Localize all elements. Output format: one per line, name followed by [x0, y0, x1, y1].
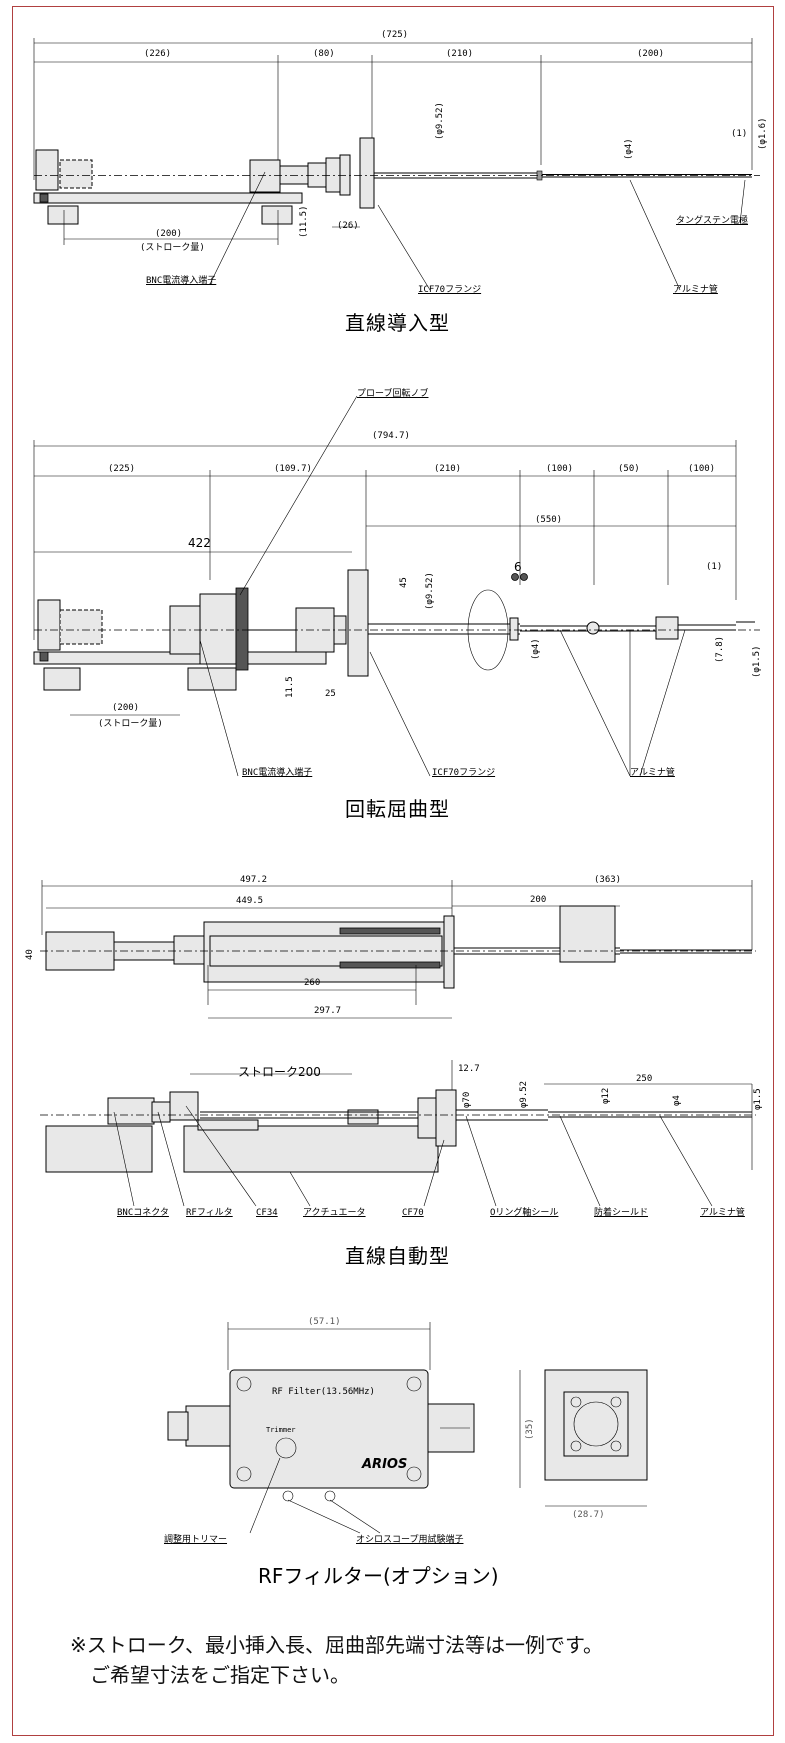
d1-dim-stroke: (200)	[155, 229, 183, 239]
d1-dim-phi952: (φ9.52)	[435, 102, 445, 140]
d4-caption: RFフィルター(オプション)	[258, 1564, 499, 1588]
d1-dim-a: (226)	[144, 49, 172, 59]
d2-dim-422: 422	[188, 536, 211, 550]
d3-dim-stroke: ストローク200	[238, 1065, 321, 1079]
d2-stroke-label: (ストローク量)	[98, 719, 163, 729]
d3-dim-phi70: φ70	[462, 1091, 472, 1108]
d1-dim-w26: (26)	[337, 221, 359, 231]
d3-dim-phi952: φ9.52	[519, 1080, 529, 1108]
d3-label-alumina: アルミナ管	[700, 1208, 745, 1218]
d3-dim-4972: 497.2	[240, 875, 268, 885]
d1-label-tungsten: タングステン電極	[676, 216, 749, 226]
d2-dim-phi15: (φ1.5)	[752, 645, 762, 678]
d4-label-osc: オシロスコープ用試験端子	[356, 1535, 464, 1545]
d3-dim-phi12: φ12	[601, 1087, 611, 1104]
d2-dim-stroke: (200)	[112, 703, 140, 713]
d1-caption: 直線導入型	[345, 311, 450, 335]
d3-dim-250: 250	[636, 1074, 653, 1084]
d3-dim-363: (363)	[594, 875, 622, 885]
d1-dim-b: (80)	[313, 49, 335, 59]
d2-dim-total: (794.7)	[372, 431, 410, 441]
d2-label-knob: プローブ回転ノブ	[357, 389, 429, 399]
d3-label-bnc: BNCコネクタ	[117, 1208, 169, 1218]
d2-dim-c: (210)	[434, 464, 462, 474]
d3-label-rf: RFフィルタ	[186, 1208, 233, 1218]
d2-dim-phi4: (φ4)	[531, 638, 541, 660]
d4-label-trimmer: Trimmer	[266, 1426, 296, 1434]
d3-label-act: アクチュエータ	[303, 1208, 366, 1218]
d3-dim-260: 260	[304, 978, 321, 988]
d2-dim-phi952: (φ9.52)	[425, 572, 435, 610]
d1-dim-total: (725)	[381, 30, 409, 40]
d2-dim-six: 6	[514, 560, 522, 574]
note-line-2: ご希望寸法をご指定下さい。	[90, 1663, 350, 1687]
d4-label-title: RF Filter(13.56MHz)	[272, 1387, 375, 1397]
d2-dim-f: (100)	[688, 464, 716, 474]
drawing-rotary-bend	[33, 395, 760, 777]
d3-label-cf34: CF34	[256, 1208, 278, 1218]
d2-dim-45: 45	[399, 577, 409, 588]
note-line-1: ※ストローク、最小挿入長、屈曲部先端寸法等は一例です。	[70, 1633, 603, 1657]
d1-dim-d: (200)	[637, 49, 665, 59]
d4-dim-w2: (28.7)	[572, 1510, 605, 1520]
d3-dim-phi4: φ4	[672, 1095, 682, 1106]
d2-dim-25: 25	[325, 689, 336, 699]
d4-brand-logo: ARIOS	[362, 1457, 408, 1472]
d4-dim-w: (57.1)	[308, 1317, 341, 1327]
drawing-linear-auto-side	[40, 1060, 756, 1207]
page-frame	[12, 6, 774, 1736]
d1-label-alumina: アルミナ管	[673, 285, 718, 295]
d1-dim-h115: (11.5)	[299, 205, 309, 238]
d2-dim-115: 11.5	[285, 676, 295, 698]
d2-dim-550: (550)	[535, 515, 563, 525]
d1-dim-phi4: (φ4)	[624, 138, 634, 160]
d1-stroke-label: (ストローク量)	[140, 243, 205, 253]
d4-dim-h: (35)	[525, 1418, 535, 1440]
d2-caption: 回転屈曲型	[345, 797, 450, 821]
d3-dim-127: 12.7	[458, 1064, 480, 1074]
d1-label-bnc: BNC電流導入端子	[146, 276, 217, 286]
d2-dim-d: (100)	[546, 464, 574, 474]
d1-dim-one: (1)	[731, 129, 748, 139]
d3-label-shield: 防着シールド	[594, 1208, 649, 1218]
d3-label-cf70: CF70	[402, 1208, 424, 1218]
d2-dim-a: (225)	[108, 464, 136, 474]
d3-dim-200: 200	[530, 895, 547, 905]
d2-dim-78: (7.8)	[715, 635, 725, 663]
drawing-linear-auto-top	[40, 880, 756, 1019]
d4-label-adjust: 調整用トリマー	[164, 1535, 228, 1545]
d1-dim-phi16: (φ1.6)	[758, 117, 768, 150]
drawing-rf-filter	[167, 1322, 648, 1534]
d2-dim-one: (1)	[706, 562, 723, 572]
d1-dim-c: (210)	[446, 49, 474, 59]
d3-caption: 直線自動型	[345, 1244, 450, 1268]
d3-dim-40: 40	[25, 949, 35, 960]
d3-dim-2977: 297.7	[314, 1006, 342, 1016]
d2-label-cf70: ICF70フランジ	[432, 768, 496, 778]
d2-dim-b: (109.7)	[274, 464, 312, 474]
d1-label-cf70: ICF70フランジ	[418, 285, 482, 295]
d2-label-alumina: アルミナ管	[630, 768, 675, 778]
d2-dim-e: (50)	[618, 464, 640, 474]
d2-label-bnc: BNC電流導入端子	[242, 768, 313, 778]
d3-label-oring: Oリング軸シール	[490, 1208, 559, 1218]
d3-dim-phi15: φ1.5	[753, 1088, 763, 1110]
d3-dim-4495: 449.5	[236, 896, 264, 906]
drawing-linear-manual	[33, 38, 760, 291]
